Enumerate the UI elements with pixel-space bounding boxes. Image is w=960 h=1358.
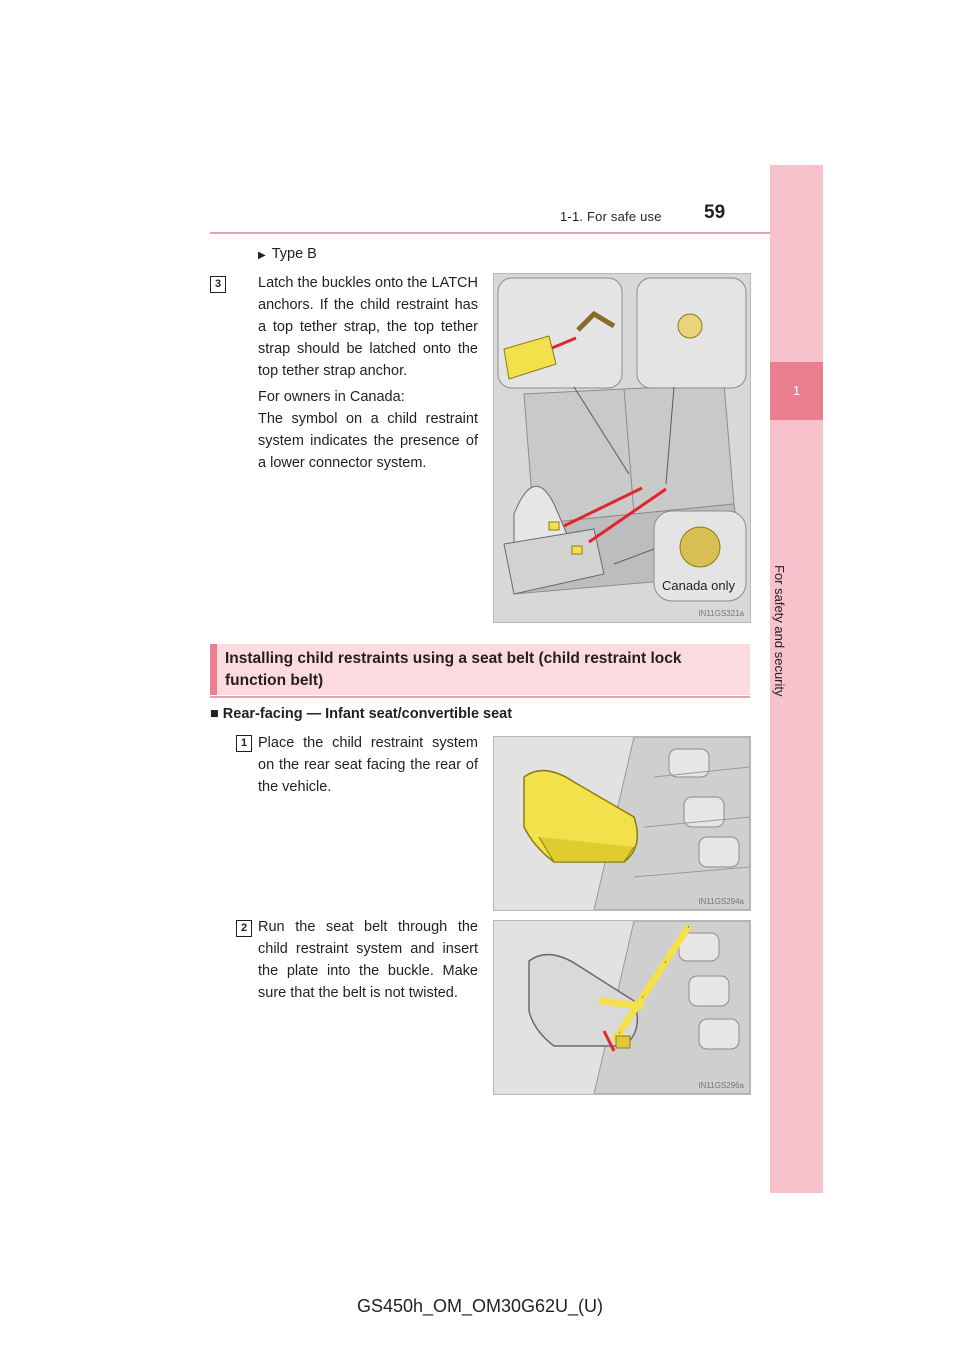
place-seat-drawing: [494, 737, 750, 910]
canada-note-text: The symbol on a child restraint system i…: [258, 411, 478, 471]
chapter-title: For safety and security: [772, 565, 787, 697]
section-heading-underline: [210, 696, 750, 698]
latch-anchor-illustration: Canada only IN11GS321a: [493, 273, 751, 623]
page-number: 59: [704, 202, 726, 223]
step-3-badge: 3: [210, 276, 226, 293]
chapter-number: 1: [792, 383, 801, 398]
subheading: ■ Rear-facing — Infant seat/convertible …: [210, 706, 512, 722]
step-2-text: Run the seat belt through the child rest…: [258, 919, 478, 1001]
step-1-badge: 1: [236, 735, 252, 752]
manual-code-footer: GS450h_OM_OM30G62U_(U): [356, 1296, 604, 1316]
chapter-tab[interactable]: [770, 362, 823, 420]
type-b-label: ▶ Type B: [258, 246, 317, 262]
triangle-bullet-icon: ▶: [258, 250, 266, 261]
section-label: 1-1. For safe use: [560, 209, 662, 224]
header-rule: [210, 232, 823, 234]
latch-anchor-drawing: [494, 274, 750, 622]
place-seat-illustration: IN11GS294a: [493, 736, 751, 911]
seat-belt-drawing: [494, 921, 750, 1094]
seat-belt-illustration: IN11GS296a: [493, 920, 751, 1095]
step-1-text: Place the child restraint system on the …: [258, 735, 478, 795]
side-tab-strip: [770, 165, 823, 1193]
step-2-badge: 2: [236, 920, 252, 937]
section-heading-bar: [210, 644, 217, 695]
canada-only-label: Canada only: [662, 578, 735, 593]
illustration-code: IN11GS294a: [698, 897, 744, 906]
square-bullet-icon: ■: [210, 706, 219, 722]
step-3-text: Latch the buckles onto the LATCH anchors…: [258, 275, 478, 379]
type-b-text: Type B: [271, 246, 317, 262]
section-heading-box: [210, 644, 750, 695]
section-heading: Installing child restraints using a seat…: [225, 650, 682, 689]
illustration-code: IN11GS321a: [698, 609, 744, 618]
illustration-code: IN11GS296a: [698, 1081, 744, 1090]
canada-note-title: For owners in Canada:: [258, 389, 405, 405]
subheading-text: Rear-facing — Infant seat/convertible se…: [222, 706, 513, 722]
